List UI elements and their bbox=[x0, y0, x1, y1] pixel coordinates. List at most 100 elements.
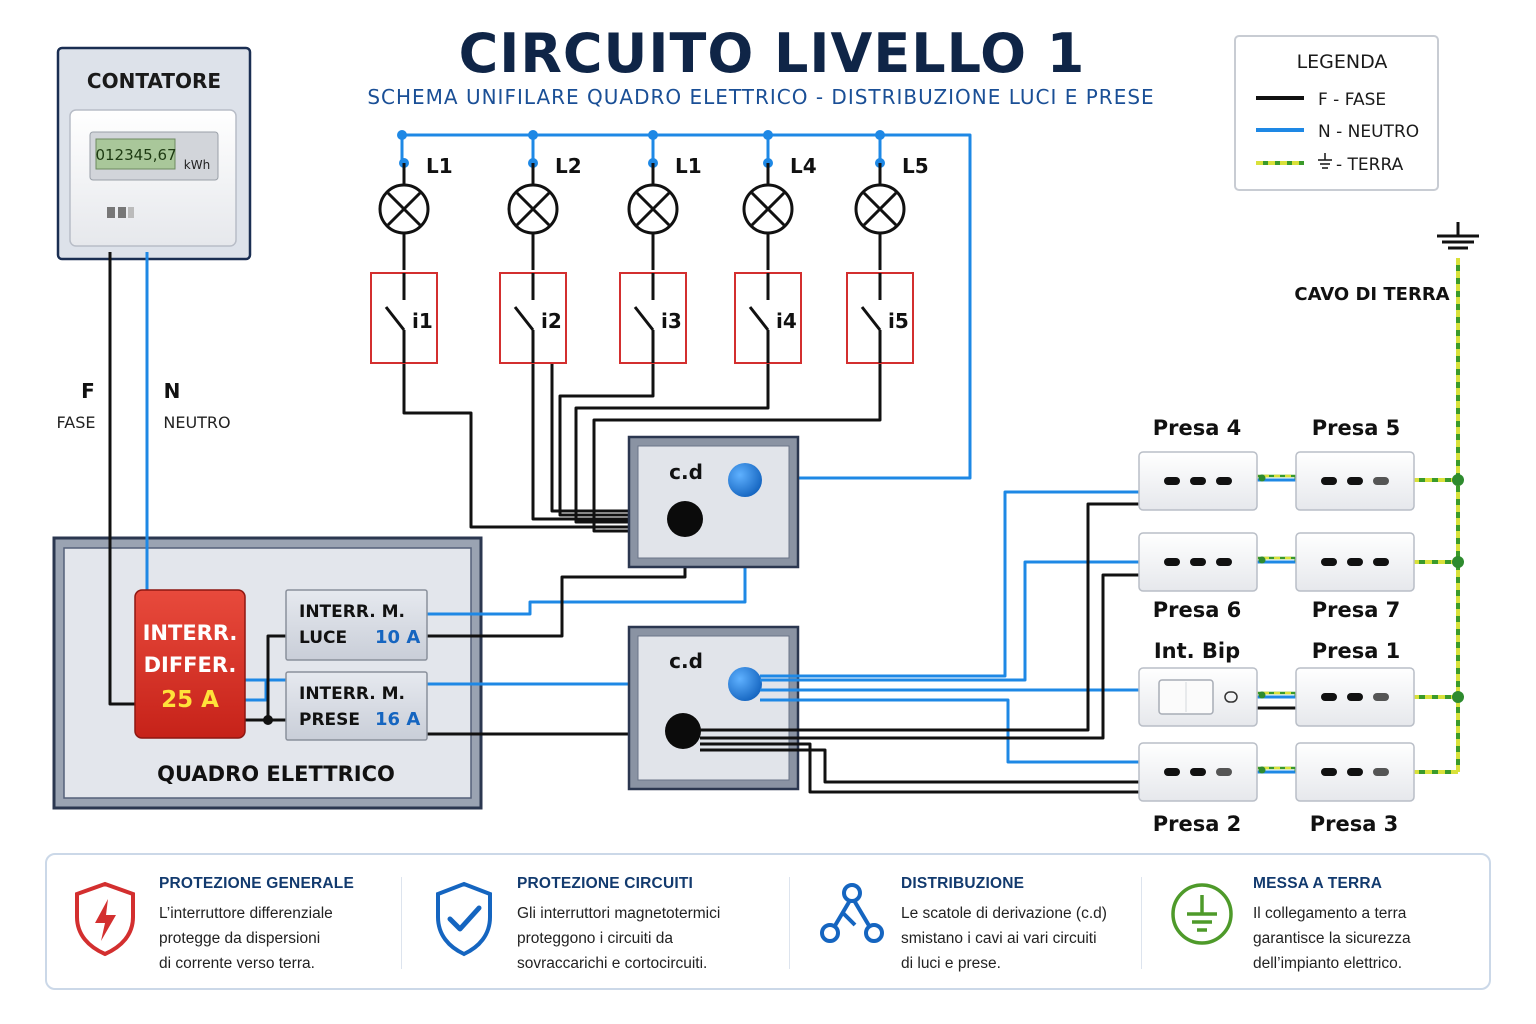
switch-4: i4 bbox=[734, 272, 802, 364]
switch-1: i1 bbox=[370, 272, 438, 364]
lamp-1: L1 bbox=[378, 154, 453, 235]
card-text-line: Gli interruttori magnetotermici bbox=[517, 905, 721, 922]
outlet-presa6 bbox=[1138, 532, 1258, 592]
card-text-line: garantisce la sicurezza bbox=[1253, 930, 1411, 947]
panel-phase-node bbox=[263, 715, 273, 725]
card-text-line: sovraccarichi e cortocircuiti. bbox=[517, 955, 708, 972]
phase-letter: F bbox=[81, 379, 95, 403]
breaker-light-rating: 10 A bbox=[375, 627, 420, 648]
card-text-line: protegge da dispersioni bbox=[159, 930, 321, 947]
separator bbox=[401, 877, 402, 969]
neutral-bus-nodes bbox=[397, 130, 885, 140]
lamp-label: L1 bbox=[426, 154, 453, 178]
breaker-light-line1: INTERR. M. bbox=[299, 602, 405, 622]
breaker-light: INTERR. M. LUCE 10 A bbox=[285, 589, 428, 661]
breaker-light-line2: LUCE bbox=[299, 628, 347, 648]
card-text-line: L’interruttore differenziale bbox=[159, 905, 333, 922]
phase-node bbox=[665, 713, 701, 749]
outlet-label-presa3: Presa 3 bbox=[1310, 812, 1399, 836]
junction-box-label: c.d bbox=[669, 649, 703, 673]
phase-node bbox=[667, 501, 703, 537]
meter-title: CONTATORE bbox=[87, 69, 221, 93]
outlet-label-intbip: Int. Bip bbox=[1154, 639, 1240, 663]
page-subtitle: SCHEMA UNIFILARE QUADRO ELETTRICO - DIST… bbox=[367, 85, 1154, 109]
outlet-presa1 bbox=[1295, 667, 1415, 727]
shield-lightning-icon bbox=[75, 881, 135, 957]
lamp-2: L2 bbox=[507, 154, 582, 235]
neutral-letter: N bbox=[164, 379, 181, 403]
earth-cable-label: CAVO DI TERRA bbox=[1294, 284, 1449, 305]
neutral-wires bbox=[145, 133, 1298, 774]
outlet-presa7 bbox=[1295, 532, 1415, 592]
earth-nodes bbox=[1258, 474, 1464, 774]
info-card-grounding: MESSA A TERRA Il collegamento a terra ga… bbox=[1169, 869, 1479, 977]
switch-3: i3 bbox=[619, 272, 687, 364]
card-text-line: dell’impianto elettrico. bbox=[1253, 955, 1403, 972]
card-text: Il collegamento a terra garantisce la si… bbox=[1253, 901, 1523, 976]
info-card-distribution: DISTRIBUZIONE Le scatole di derivazione … bbox=[819, 869, 1139, 977]
lamp-label: L1 bbox=[675, 154, 702, 178]
outlet-presa2 bbox=[1138, 742, 1258, 802]
card-title: DISTRIBUZIONE bbox=[901, 875, 1025, 892]
panel-title: QUADRO ELETTRICO bbox=[157, 762, 395, 786]
info-card-general-protection: PROTEZIONE GENERALE L’interruttore diffe… bbox=[71, 869, 391, 977]
card-text-line: proteggono i circuiti da bbox=[517, 930, 673, 947]
card-text: Gli interruttori magnetotermici proteggo… bbox=[517, 901, 787, 976]
switch-label: i1 bbox=[412, 309, 433, 333]
phase-label: FASE bbox=[57, 413, 96, 432]
lamp-5: L5 bbox=[854, 154, 929, 235]
switches: i1 i2 i3 i4 i5 bbox=[370, 272, 914, 364]
differential-switch: INTERR. DIFFER. 25 A bbox=[134, 589, 246, 739]
outlet-label-presa2: Presa 2 bbox=[1153, 812, 1242, 836]
distribution-nodes-icon bbox=[820, 883, 884, 943]
outlet-presa3 bbox=[1295, 742, 1415, 802]
outlets: Presa 4 Presa 5 Presa 6 Presa 7 Int. Bip… bbox=[1138, 416, 1415, 836]
outlet-label-presa4: Presa 4 bbox=[1153, 416, 1242, 440]
differential-line1: INTERR. bbox=[143, 621, 238, 645]
card-text-line: Il collegamento a terra bbox=[1253, 905, 1407, 922]
card-text-line: Le scatole di derivazione (c.d) bbox=[901, 905, 1107, 922]
outlet-intbip bbox=[1138, 667, 1258, 727]
switch-2: i2 bbox=[499, 272, 567, 364]
breaker-sockets-line1: INTERR. M. bbox=[299, 684, 405, 704]
separator bbox=[789, 877, 790, 969]
box2-exit-wires bbox=[700, 674, 800, 752]
differential-rating: 25 A bbox=[161, 687, 219, 713]
info-panel: PROTEZIONE GENERALE L’interruttore diffe… bbox=[45, 853, 1491, 990]
card-text: L’interruttore differenziale protegge da… bbox=[159, 901, 429, 976]
switch-label: i3 bbox=[661, 309, 682, 333]
lamp-4: L4 bbox=[742, 154, 817, 235]
legend-item-earth: - TERRA bbox=[1336, 155, 1404, 175]
lamp-label: L2 bbox=[555, 154, 582, 178]
lamp-label: L5 bbox=[902, 154, 929, 178]
info-card-circuit-protection: PROTEZIONE CIRCUITI Gli interruttori mag… bbox=[433, 869, 773, 977]
ground-icon bbox=[1318, 153, 1332, 169]
outlet-label-presa5: Presa 5 bbox=[1312, 416, 1401, 440]
card-text: Le scatole di derivazione (c.d) smistano… bbox=[901, 901, 1171, 976]
card-text-line: di luci e prese. bbox=[901, 955, 1001, 972]
meter-unit: kWh bbox=[184, 158, 210, 172]
card-text-line: smistano i cavi ai vari circuiti bbox=[901, 930, 1097, 947]
neutral-label: NEUTRO bbox=[163, 413, 230, 432]
legend-item-neutral: N - NEUTRO bbox=[1318, 122, 1419, 142]
earth-wires bbox=[1252, 258, 1460, 774]
junction-box-lights: c.d bbox=[627, 435, 800, 569]
phase-wires bbox=[108, 233, 1298, 794]
breaker-sockets-line2: PRESE bbox=[299, 710, 360, 730]
neutral-node bbox=[728, 667, 762, 701]
outlet-label-presa6: Presa 6 bbox=[1153, 598, 1242, 622]
differential-line2: DIFFER. bbox=[144, 653, 237, 677]
outlet-label-presa1: Presa 1 bbox=[1312, 639, 1401, 663]
legend-title: LEGENDA bbox=[1297, 51, 1388, 73]
breaker-sockets: INTERR. M. PRESE 16 A bbox=[285, 671, 428, 741]
outlet-presa5 bbox=[1295, 451, 1415, 511]
legend-item-phase: F - FASE bbox=[1318, 90, 1386, 110]
legend: LEGENDA F - FASE N - NEUTRO - TERRA bbox=[1234, 35, 1439, 191]
outlet-label-presa7: Presa 7 bbox=[1312, 598, 1401, 622]
switch-label: i5 bbox=[888, 309, 909, 333]
junction-box-sockets: c.d bbox=[627, 625, 800, 791]
switch-label: i4 bbox=[776, 309, 797, 333]
breaker-sockets-rating: 16 A bbox=[375, 709, 420, 730]
card-title: PROTEZIONE GENERALE bbox=[159, 875, 354, 892]
